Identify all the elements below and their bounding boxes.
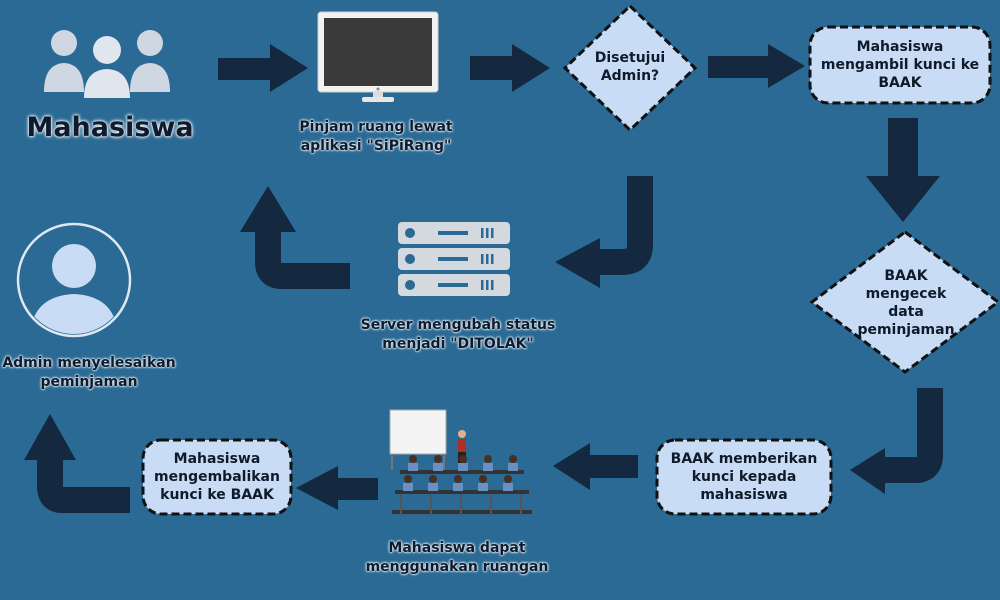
arrow-beri-to-gunakan bbox=[553, 443, 638, 490]
admin-avatar-icon bbox=[16, 222, 132, 338]
box-kembalikan bbox=[141, 438, 293, 516]
step-kembalikan-label: Mahasiswa mengembalikan kunci ke BAAK bbox=[154, 451, 280, 503]
arrow-gunakan-to-kembalikan bbox=[296, 466, 378, 510]
arrow-monitor-to-approval bbox=[470, 44, 550, 92]
computer-monitor-icon bbox=[317, 11, 439, 102]
arrow-approval-to-server bbox=[595, 176, 653, 275]
arrow-ambil-to-cek bbox=[866, 118, 940, 222]
step-baak-beri-label: BAAK memberikan kunci kepada mahasiswa bbox=[670, 451, 818, 503]
arrow-kembalikan-to-admin bbox=[37, 455, 130, 513]
decision-diamond-approval bbox=[562, 3, 698, 133]
arrow-approval-to-ambil bbox=[708, 44, 805, 88]
step-pinjam-label: Pinjam ruang lewat aplikasi "SiPiRang" bbox=[299, 119, 453, 154]
arrow-server-to-pinjam bbox=[255, 228, 350, 289]
arrow-cek-to-beri bbox=[880, 388, 943, 483]
classroom-presentation-icon bbox=[389, 409, 532, 516]
step-disetujui-label: Disetujui Admin? bbox=[594, 50, 666, 84]
users-group-icon bbox=[44, 30, 170, 98]
server-rack-icon bbox=[398, 222, 510, 296]
box-ambil-kunci bbox=[808, 25, 992, 105]
actor-mahasiswa-title: Mahasiswa bbox=[26, 112, 194, 143]
arrow-users-to-monitor bbox=[218, 44, 308, 92]
step-admin-selesai-label: Admin menyelesaikan peminjaman bbox=[2, 355, 176, 390]
step-gunakan-label: Mahasiswa dapat menggunakan ruangan bbox=[365, 540, 549, 575]
step-server-tolak-label: Server mengubah status menjadi "DITOLAK" bbox=[360, 317, 556, 352]
box-baak-beri bbox=[655, 438, 833, 516]
decision-diamond-baak-cek bbox=[809, 230, 1000, 374]
step-ambil-kunci-label: Mahasiswa mengambil kunci ke BAAK bbox=[820, 39, 980, 91]
step-baak-cek-label: BAAK mengecek data peminjaman bbox=[857, 268, 955, 338]
